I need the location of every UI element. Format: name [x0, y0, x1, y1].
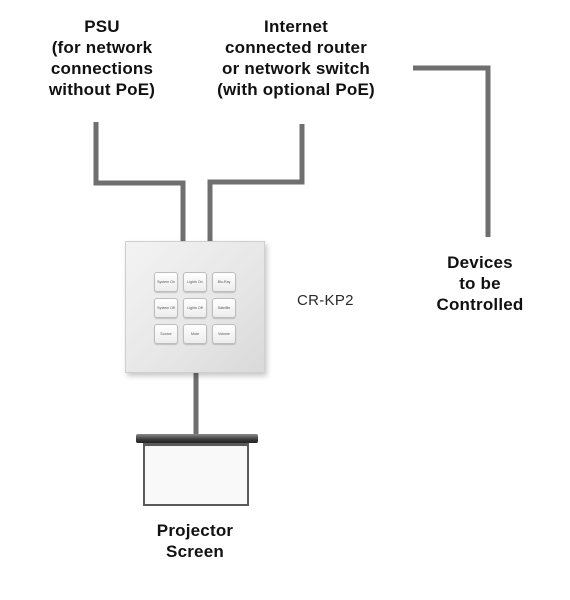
- keypad-model-label: CR-KP2: [297, 292, 354, 309]
- keypad-key[interactable]: Mute: [183, 324, 207, 344]
- psu-label: PSU (for network connections without PoE…: [18, 16, 186, 100]
- devices-wire: [413, 65, 491, 237]
- psu-label-line: PSU: [84, 17, 120, 36]
- psu-wire: [93, 122, 186, 243]
- router-label-line: connected router: [224, 38, 368, 57]
- keypad-key[interactable]: Satellite: [212, 298, 236, 318]
- projector-screen-icon: [136, 434, 258, 508]
- screen-surface: [143, 443, 249, 506]
- psu-label-line: connections: [50, 59, 154, 78]
- screen-housing: [136, 434, 258, 443]
- devices-label-line: Controlled: [436, 295, 524, 314]
- psu-label-line: without PoE): [48, 80, 156, 99]
- router-label-line: Internet: [264, 17, 328, 36]
- router-label-line: (with optional PoE): [217, 80, 375, 99]
- screen-label-line: Screen: [166, 542, 224, 561]
- keypad-device: System On Lights On Blu-Ray System Off L…: [125, 241, 265, 373]
- keypad-key[interactable]: Source: [154, 324, 178, 344]
- keypad-key[interactable]: Lights Off: [183, 298, 207, 318]
- keypad-key[interactable]: System Off: [154, 298, 178, 318]
- keypad-key[interactable]: Lights On: [183, 272, 207, 292]
- projector-screen-label: Projector Screen: [120, 520, 270, 562]
- router-label: Internet connected router or network swi…: [198, 16, 394, 100]
- psu-label-line: (for network: [51, 38, 153, 57]
- keypad-keys: System On Lights On Blu-Ray System Off L…: [154, 272, 238, 344]
- keypad-key[interactable]: Volume: [212, 324, 236, 344]
- router-label-line: or network switch: [222, 59, 370, 78]
- devices-label-line: Devices: [447, 253, 513, 272]
- devices-label-line: to be: [459, 274, 501, 293]
- keypad-key[interactable]: Blu-Ray: [212, 272, 236, 292]
- devices-label: Devices to be Controlled: [418, 252, 542, 315]
- keypad-key[interactable]: System On: [154, 272, 178, 292]
- router-wire: [207, 124, 305, 243]
- screen-label-line: Projector: [156, 521, 234, 540]
